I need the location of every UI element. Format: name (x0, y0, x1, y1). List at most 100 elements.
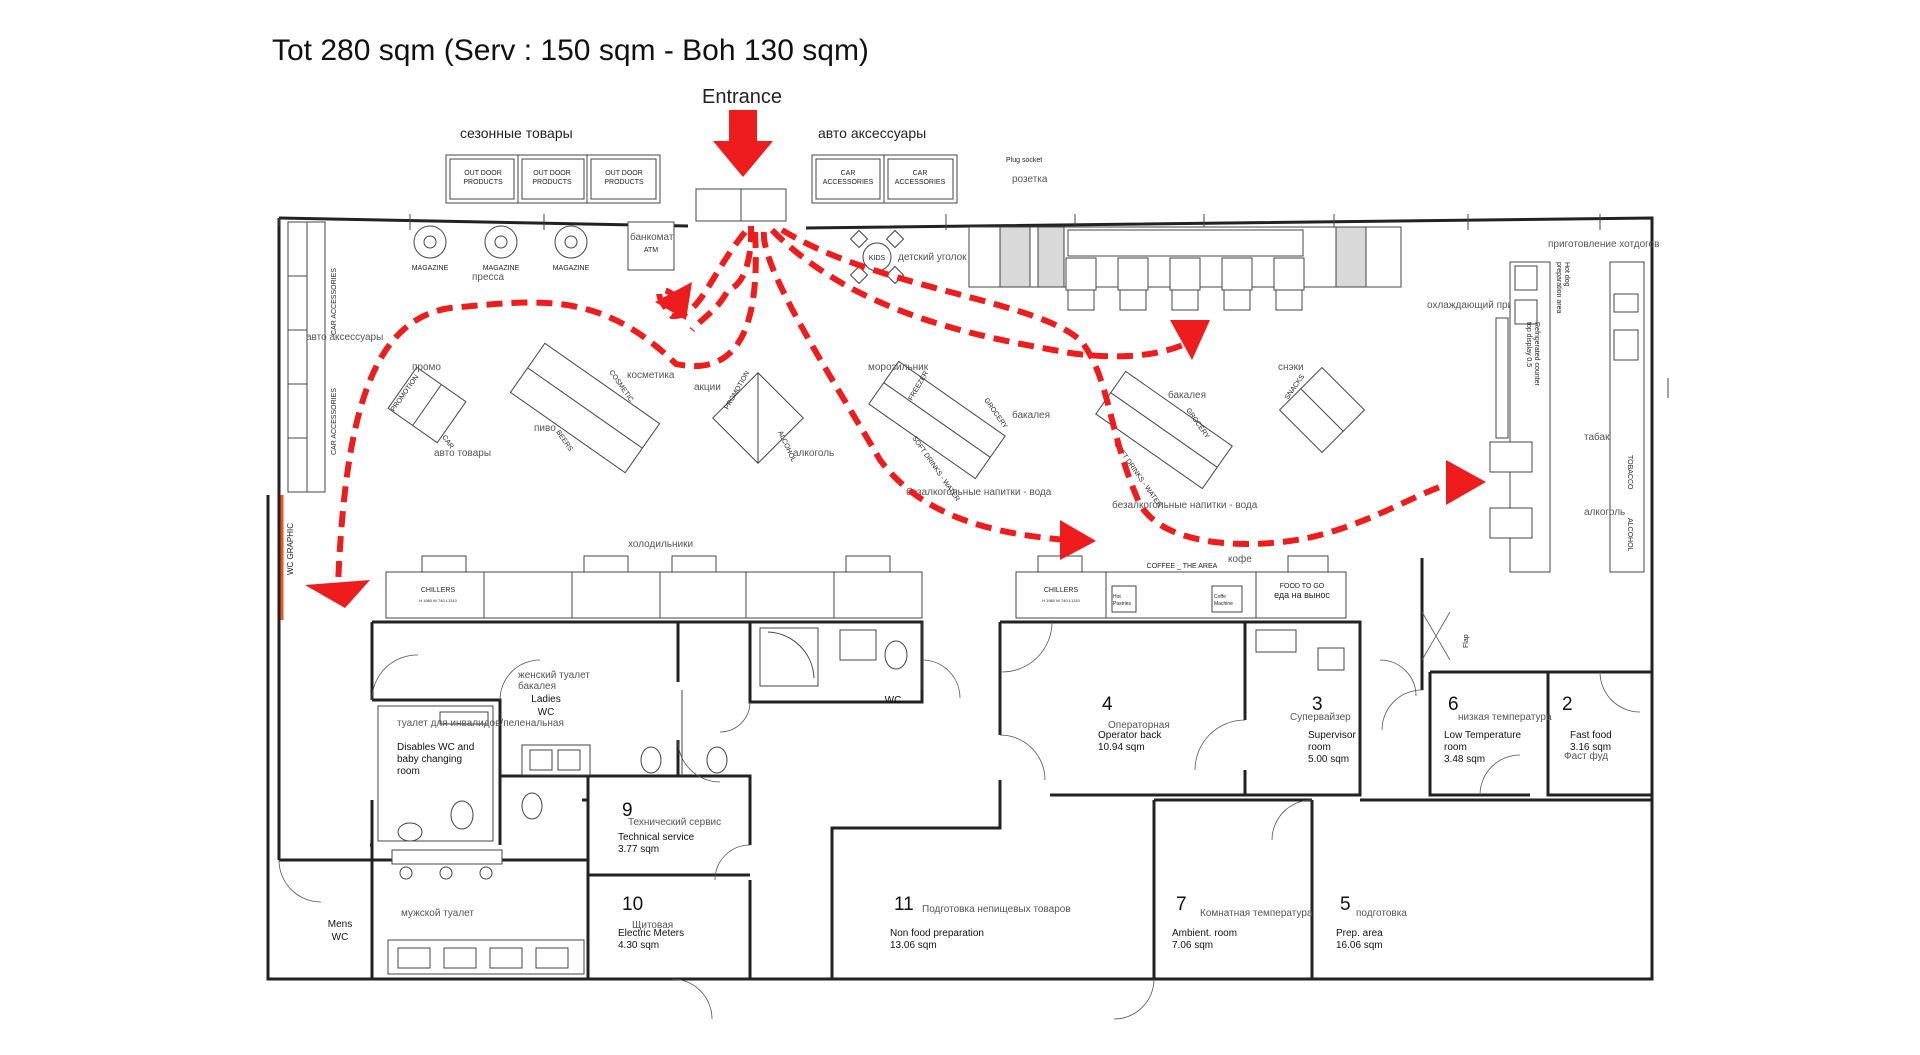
chill-counter-ru-label: охлаждающий прилавок (1427, 300, 1540, 311)
svg-text:room: room (1444, 742, 1467, 753)
svg-text:CAR ACCESSORIES: CAR ACCESSORIES (331, 268, 338, 335)
svg-text:Ambient. room: Ambient. room (1172, 928, 1237, 939)
plug-socket-label: Plug socket (1006, 157, 1042, 164)
svg-text:Технический сервис: Технический сервис (628, 817, 721, 828)
room-6: 6 низкая температура Low Temperature roo… (1444, 694, 1552, 765)
svg-text:4: 4 (1102, 694, 1113, 715)
svg-text:CAR: CAR (913, 170, 928, 177)
svg-text:H 1980 W 740 L1310: H 1980 W 740 L1310 (1042, 598, 1081, 603)
flap-label: Flap (1463, 634, 1470, 648)
svg-text:Щитовая: Щитовая (632, 920, 673, 931)
beer-ru-label: пиво (534, 423, 556, 434)
ladies-label-1: Ladies (531, 694, 560, 705)
left-wall-shelving: CAR ACCESSORIES CAR ACCESSORIES (287, 221, 338, 493)
tobacco-ru-label: табак (1584, 431, 1610, 443)
auto-goods-ru-label: авто товары (434, 448, 491, 459)
svg-text:Pastries: Pastries (1113, 601, 1132, 607)
svg-text:preparation area: preparation area (1555, 262, 1562, 313)
svg-text:MAGAZINE: MAGAZINE (412, 265, 449, 272)
svg-text:Hot: Hot (1113, 594, 1121, 600)
gondola-promotion-alcohol (712, 372, 804, 464)
svg-text:Technical service: Technical service (618, 832, 695, 843)
svg-text:3.48 sqm: 3.48 sqm (1444, 754, 1485, 765)
svg-text:ACCESSORIES: ACCESSORIES (823, 179, 874, 186)
checkout-counter (968, 226, 1402, 311)
room-4: 4 Операторная Operator back 10.94 sqm (1098, 694, 1170, 753)
promo-ru-label: промо (412, 362, 441, 373)
wc-label: WC (885, 695, 902, 706)
ladies-ru-label-1: женский туалет (518, 670, 590, 681)
svg-text:room: room (1308, 742, 1331, 753)
room-3: 3 Супервайзер Supervisor room 5.00 sqm (1290, 694, 1356, 765)
svg-text:OUT DOOR: OUT DOOR (533, 170, 571, 177)
alcohol2-ru-label: алкоголь (1584, 507, 1625, 518)
svg-text:Комнатная температура: Комнатная температура (1200, 908, 1313, 919)
svg-text:CHILLERS: CHILLERS (1044, 587, 1079, 594)
svg-text:OUT DOOR: OUT DOOR (605, 170, 643, 177)
promos-ru-label: акции (694, 382, 721, 393)
cosmetic-ru-label: косметика (627, 370, 675, 381)
svg-text:5: 5 (1340, 894, 1351, 915)
svg-text:KIDS: KIDS (869, 255, 886, 262)
food-to-go: FOOD TO GO еда на вынос (1255, 555, 1347, 619)
svg-text:детский уголок: детский уголок (898, 252, 967, 263)
svg-text:3: 3 (1312, 694, 1323, 715)
svg-text:COFFEE _ THE AREA: COFFEE _ THE AREA (1147, 563, 1218, 570)
alcohol2-label: ALCOHOL (1626, 518, 1633, 552)
room-7: 7 Комнатная температура Ambient. room 7.… (1172, 894, 1313, 951)
press-ru-label: пресса (472, 272, 505, 283)
flow-arrow-icon (305, 580, 370, 608)
alcohol-ru-label: алкоголь (793, 448, 834, 459)
svg-text:ATM: ATM (644, 247, 658, 254)
svg-text:top display 0.5: top display 0.5 (1525, 322, 1532, 367)
mens-label-1: Mens (328, 919, 352, 930)
outdoor-displays: OUT DOOR PRODUCTS OUT DOOR PRODUCTS OUT … (445, 154, 661, 204)
svg-text:16.06 sqm: 16.06 sqm (1336, 940, 1383, 951)
svg-text:7.06 sqm: 7.06 sqm (1172, 940, 1213, 951)
wc-graphic-label: WC GRAPHIC (286, 523, 295, 575)
door-swings (278, 611, 1641, 1020)
svg-text:Подготовка непищевых товаров: Подготовка непищевых товаров (922, 904, 1071, 915)
flow-arrow-icon (1170, 320, 1210, 360)
svg-text:10: 10 (622, 894, 643, 915)
entrance-label: Entrance (702, 86, 782, 108)
hotdog-ru-label: приготовление хотдогов (1548, 239, 1659, 250)
svg-text:Operator back: Operator back (1098, 730, 1162, 741)
svg-text:7: 7 (1176, 894, 1187, 915)
svg-text:Supervisor: Supervisor (1308, 730, 1356, 741)
atm: банкомат ATM (627, 221, 675, 271)
svg-text:кофе: кофе (1228, 553, 1252, 565)
outer-walls (266, 216, 1654, 981)
disabled-label-3: room (397, 766, 420, 777)
svg-text:Fast food: Fast food (1570, 730, 1612, 741)
svg-text:Non food preparation: Non food preparation (890, 928, 984, 939)
kids-corner: KIDS детский уголок (849, 229, 967, 285)
svg-text:2: 2 (1562, 694, 1573, 715)
seasonal-goods-label: сезонные товары (460, 125, 573, 141)
auto-accessories-ru-label: авто аксессуары (306, 332, 383, 343)
svg-text:3.16 sqm: 3.16 sqm (1570, 742, 1611, 753)
svg-text:13.06 sqm: 13.06 sqm (890, 940, 937, 951)
svg-text:PRODUCTS: PRODUCTS (532, 179, 572, 186)
room-11: 11 Подготовка непищевых товаров Non food… (890, 894, 1071, 951)
svg-text:Coffe: Coffe (1214, 594, 1226, 600)
magazine-stands: MAGAZINE MAGAZINE MAGAZINE (412, 225, 590, 272)
mens-label-2: WC (332, 932, 349, 943)
svg-text:Prep. area: Prep. area (1336, 928, 1383, 939)
plan-title: Tot 280 sqm (Serv : 150 sqm - Boh 130 sq… (272, 34, 869, 67)
customer-flow-paths (335, 225, 1463, 586)
svg-text:10.94 sqm: 10.94 sqm (1098, 742, 1145, 753)
svg-text:Операторная: Операторная (1108, 720, 1170, 731)
disabled-label-2: baby changing (397, 754, 462, 765)
svg-text:11: 11 (894, 894, 914, 915)
interior-walls (279, 558, 1652, 979)
grocery-ru-label: бакалея (1012, 409, 1050, 421)
room-5: 5 подготовка Prep. area 16.06 sqm (1336, 894, 1407, 951)
room-2: 2 Fast food 3.16 sqm Фаст фуд (1562, 694, 1612, 762)
svg-text:Фаст фуд: Фаст фуд (1564, 750, 1608, 762)
svg-text:CAR ACCESSORIES: CAR ACCESSORIES (331, 388, 338, 455)
svg-text:MAGAZINE: MAGAZINE (483, 265, 520, 272)
svg-text:MAGAZINE: MAGAZINE (553, 265, 590, 272)
room-10: 10 Щитовая Electric Meters 4.30 sqm (618, 894, 684, 951)
